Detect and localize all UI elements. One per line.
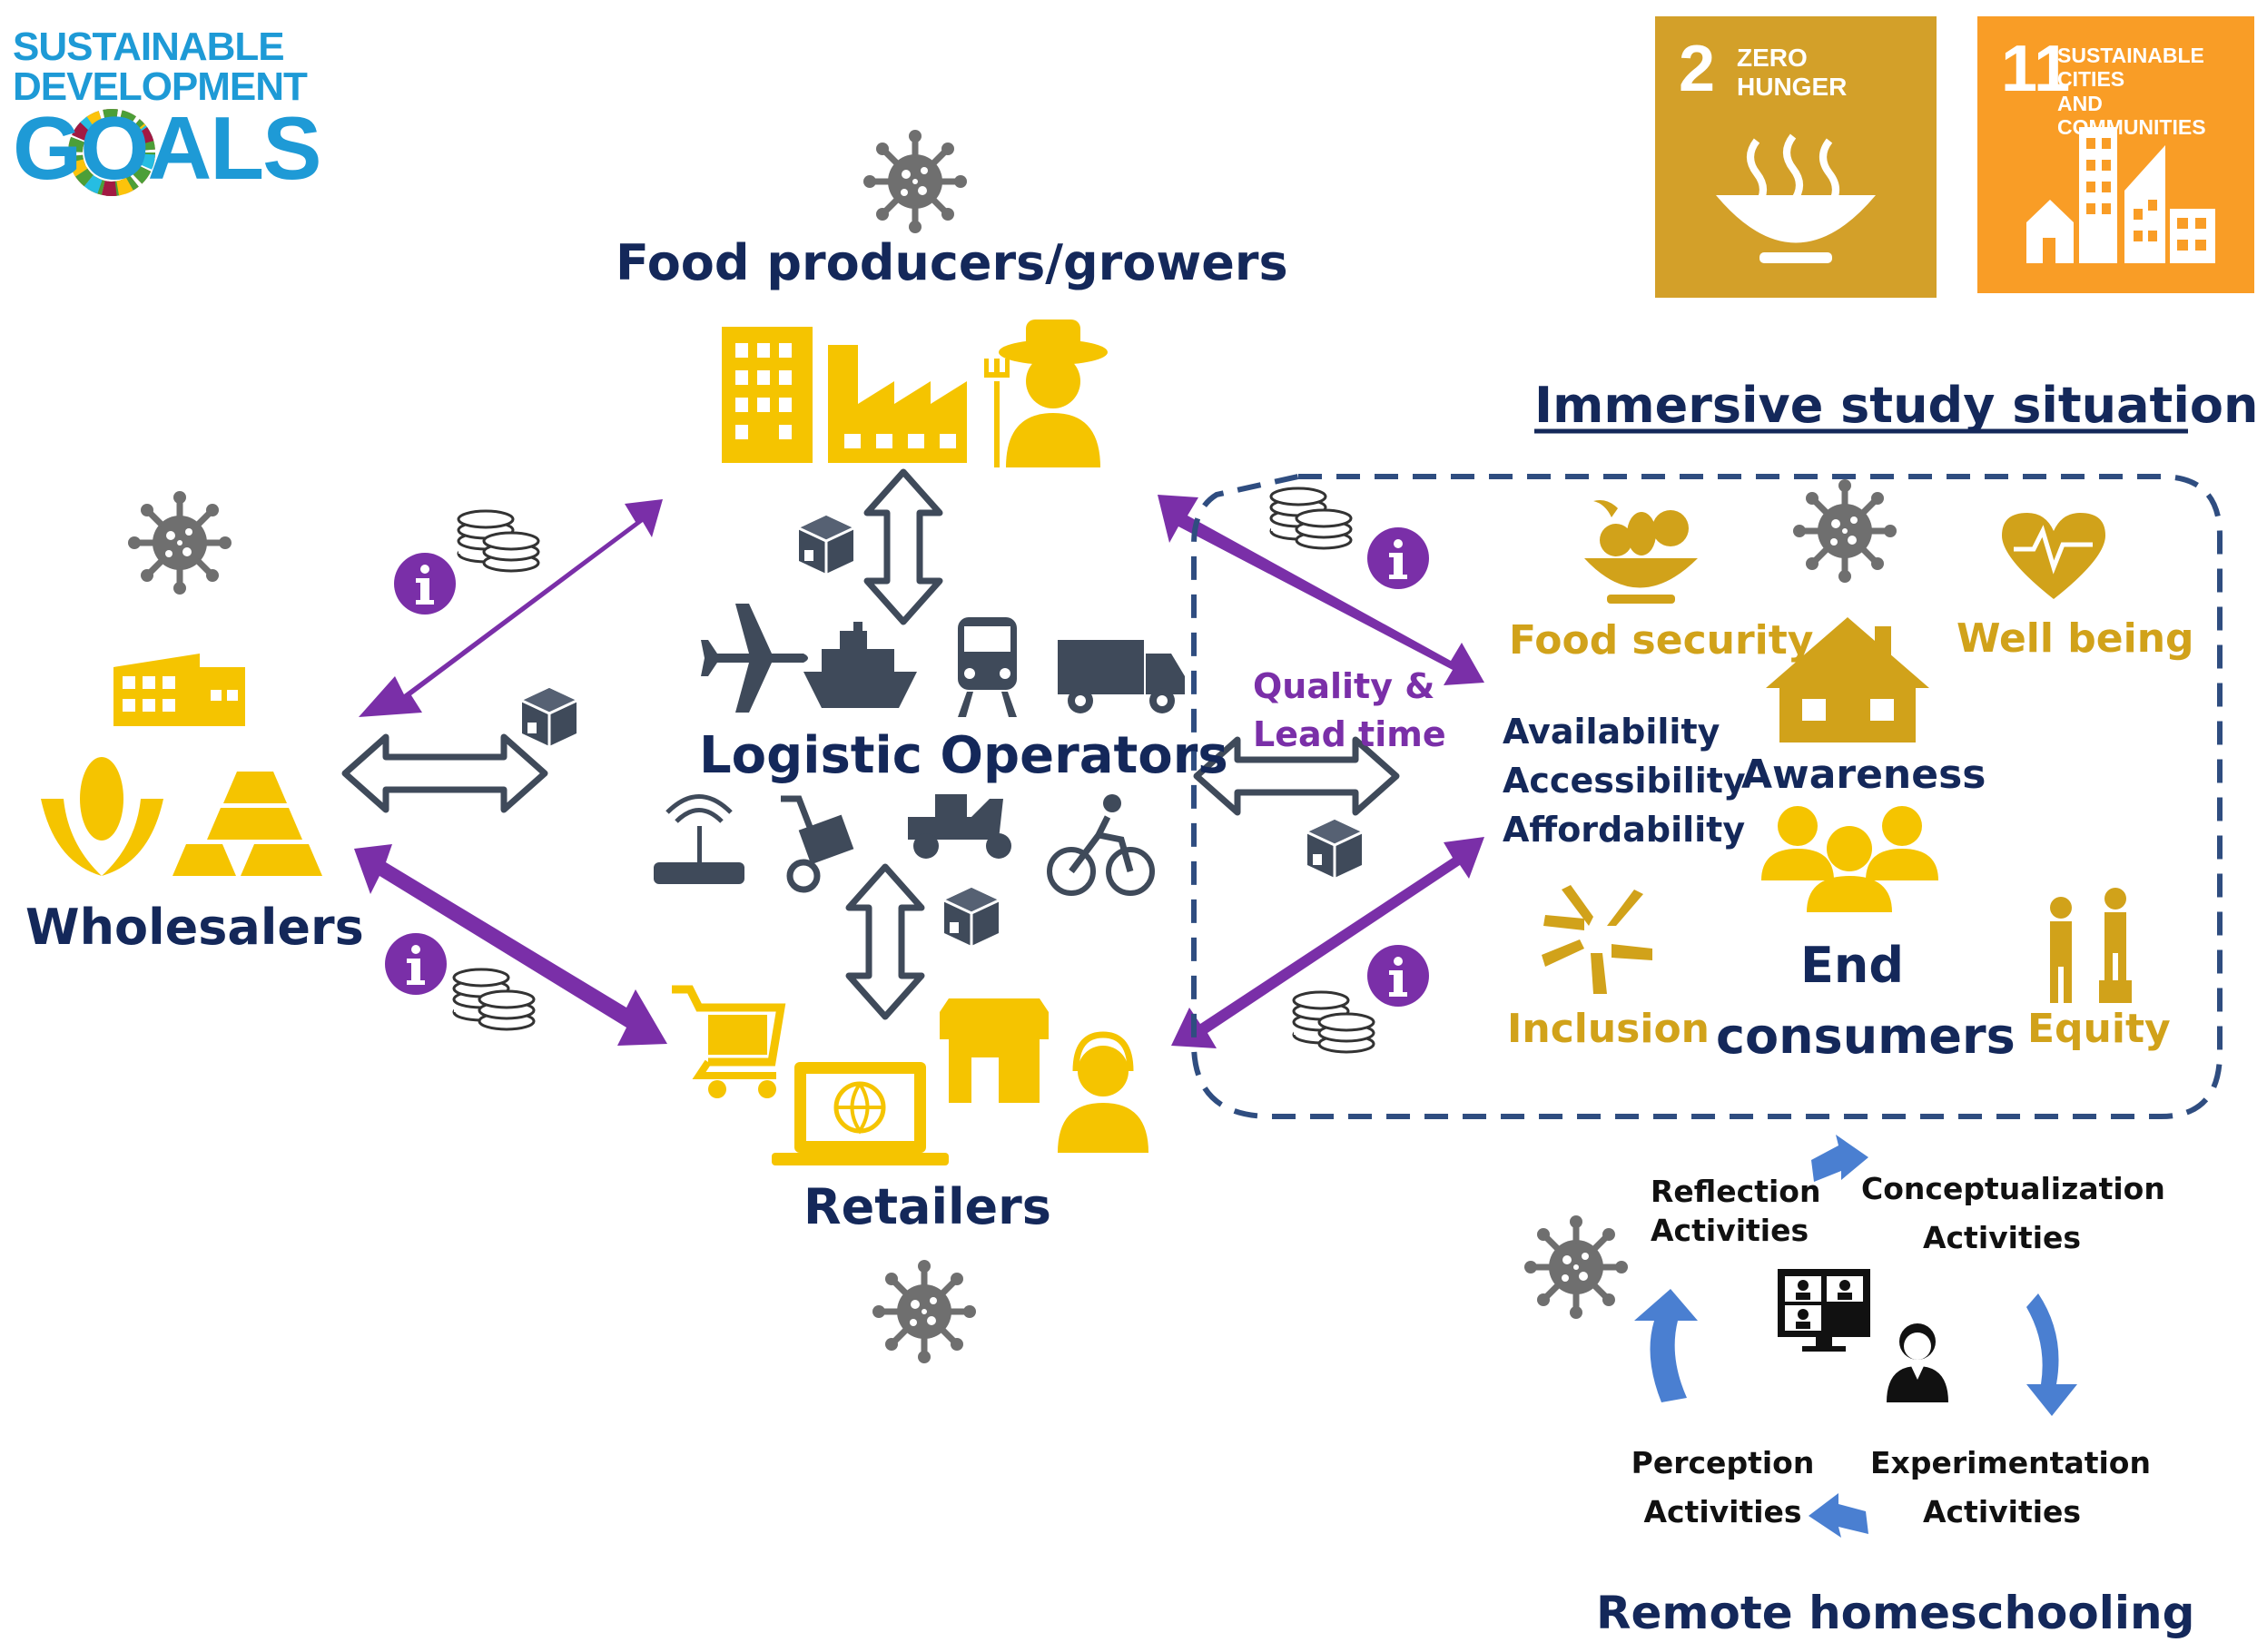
wholesalers-icons	[41, 654, 322, 876]
coins-icon	[452, 968, 536, 1031]
logistics-retailers-arrow	[849, 867, 922, 1017]
virus-icon	[863, 130, 967, 233]
end-consumers-label: End consumers	[1716, 930, 2016, 1073]
end-consumers-line1: End	[1800, 937, 1904, 994]
sdg-tile-2-label: ZERO HUNGER	[1737, 44, 1847, 102]
retailers-icons	[672, 985, 1148, 1165]
producers-icons	[722, 320, 1108, 467]
coins-icon	[1292, 990, 1375, 1054]
immersive-title: Immersive study situation	[1534, 377, 2259, 434]
sdg-tile-11-line1: SUSTAINABLE CITIES	[2057, 44, 2204, 92]
awareness-label: Awareness	[1741, 752, 1986, 798]
end-consumers-line2: consumers	[1716, 1008, 2016, 1066]
reflection-label: Reflection Activities	[1651, 1173, 1820, 1251]
immersive-icons	[1542, 500, 2132, 1003]
sdg-tile-2-line2: HUNGER	[1737, 73, 1848, 102]
coins-icon	[1269, 487, 1353, 550]
sdg-logo-line2: DEVELOPMENT	[13, 64, 308, 109]
bowl-icon	[1716, 133, 1876, 263]
student-icon	[1887, 1323, 1948, 1402]
sdg-logo-line3: GOALS	[13, 98, 321, 198]
equity-label: Equity	[2027, 1006, 2171, 1052]
quality-line2: Lead time	[1253, 714, 1446, 755]
purple-arrows	[354, 495, 1484, 1048]
coins-icon	[457, 509, 540, 573]
conceptualization-label: Conceptualization Activities	[1861, 1165, 2165, 1264]
sdg-tile-2: 2 ZERO HUNGER	[1655, 16, 1937, 134]
sdg-tile-11-label: SUSTAINABLE CITIES AND COMMUNITIES	[2057, 44, 2254, 140]
sdg-tile-2-line1: ZERO	[1737, 44, 1808, 72]
sdg-tile-11: 11 SUSTAINABLE CITIES AND COMMUNITIES	[1977, 16, 2254, 139]
well-being-label: Well being	[1957, 615, 2194, 662]
info-icon	[385, 933, 447, 995]
immersive-box	[1191, 474, 2223, 1119]
quality-line1: Quality &	[1253, 666, 1435, 706]
access-labels: Availability Accessibility Affordability	[1503, 708, 1746, 855]
virus-icon	[128, 491, 232, 595]
affordability-label: Affordability	[1503, 809, 1746, 850]
producers-logistics-arrow	[867, 472, 940, 622]
availability-label: Availability	[1503, 712, 1720, 752]
perception-label: Perception Activities	[1625, 1439, 1820, 1538]
inclusion-label: Inclusion	[1507, 1006, 1710, 1052]
homeschooling-title: Remote homeschooling	[1596, 1587, 2195, 1639]
reflection-line2: Activities	[1651, 1212, 1809, 1248]
logistics-label: Logistic Operators	[699, 726, 1228, 785]
package-icon	[1306, 818, 1364, 880]
experimentation-line2: Activities	[1922, 1494, 2082, 1530]
sdg-tile-11-line2: AND COMMUNITIES	[2057, 91, 2206, 140]
perception-line1: Perception	[1631, 1445, 1815, 1480]
city-icon	[2026, 127, 2215, 263]
package-icon	[520, 686, 578, 748]
sdg-tile-11-number: 11	[2001, 33, 2071, 105]
virus-icon	[1793, 479, 1897, 583]
virus-icon	[1524, 1215, 1628, 1319]
conceptualization-line2: Activities	[1922, 1220, 2082, 1256]
experimentation-label: Experimentation Activities	[1870, 1439, 2151, 1538]
quality-lead-time-label: Quality & Lead time	[1253, 663, 1446, 759]
conceptualization-line1: Conceptualization	[1861, 1171, 2165, 1206]
info-icon	[1367, 527, 1429, 589]
perception-line2: Activities	[1643, 1494, 1802, 1530]
sdg-wheel-icon	[68, 109, 155, 196]
info-icon	[1367, 945, 1429, 1007]
food-security-label: Food security	[1509, 617, 1814, 664]
retailers-label: Retailers	[803, 1178, 1051, 1235]
sdg-tile-2-bg	[1655, 16, 1937, 298]
info-icon	[394, 553, 456, 615]
accessibility-label: Accessibility	[1503, 760, 1746, 801]
sdg-tile-2-number: 2	[1679, 33, 1716, 105]
package-icon	[797, 514, 855, 575]
producers-label: Food producers/growers	[616, 234, 1288, 291]
reflection-line1: Reflection	[1651, 1174, 1821, 1209]
cycle-arrows	[1634, 1135, 2077, 1538]
wholesalers-logistics-arrow	[345, 737, 545, 810]
wholesalers-label: Wholesalers	[25, 899, 364, 956]
package-icon	[942, 886, 1000, 948]
virus-icon	[872, 1260, 976, 1363]
sdg-logo-line1: SUSTAINABLE	[13, 25, 285, 69]
sdg-logo: SUSTAINABLE DEVELOPMENT GOALS	[13, 25, 321, 198]
experimentation-line1: Experimentation	[1870, 1445, 2151, 1480]
logistics-icons	[654, 604, 1185, 896]
video-call-icon	[1778, 1269, 1870, 1352]
